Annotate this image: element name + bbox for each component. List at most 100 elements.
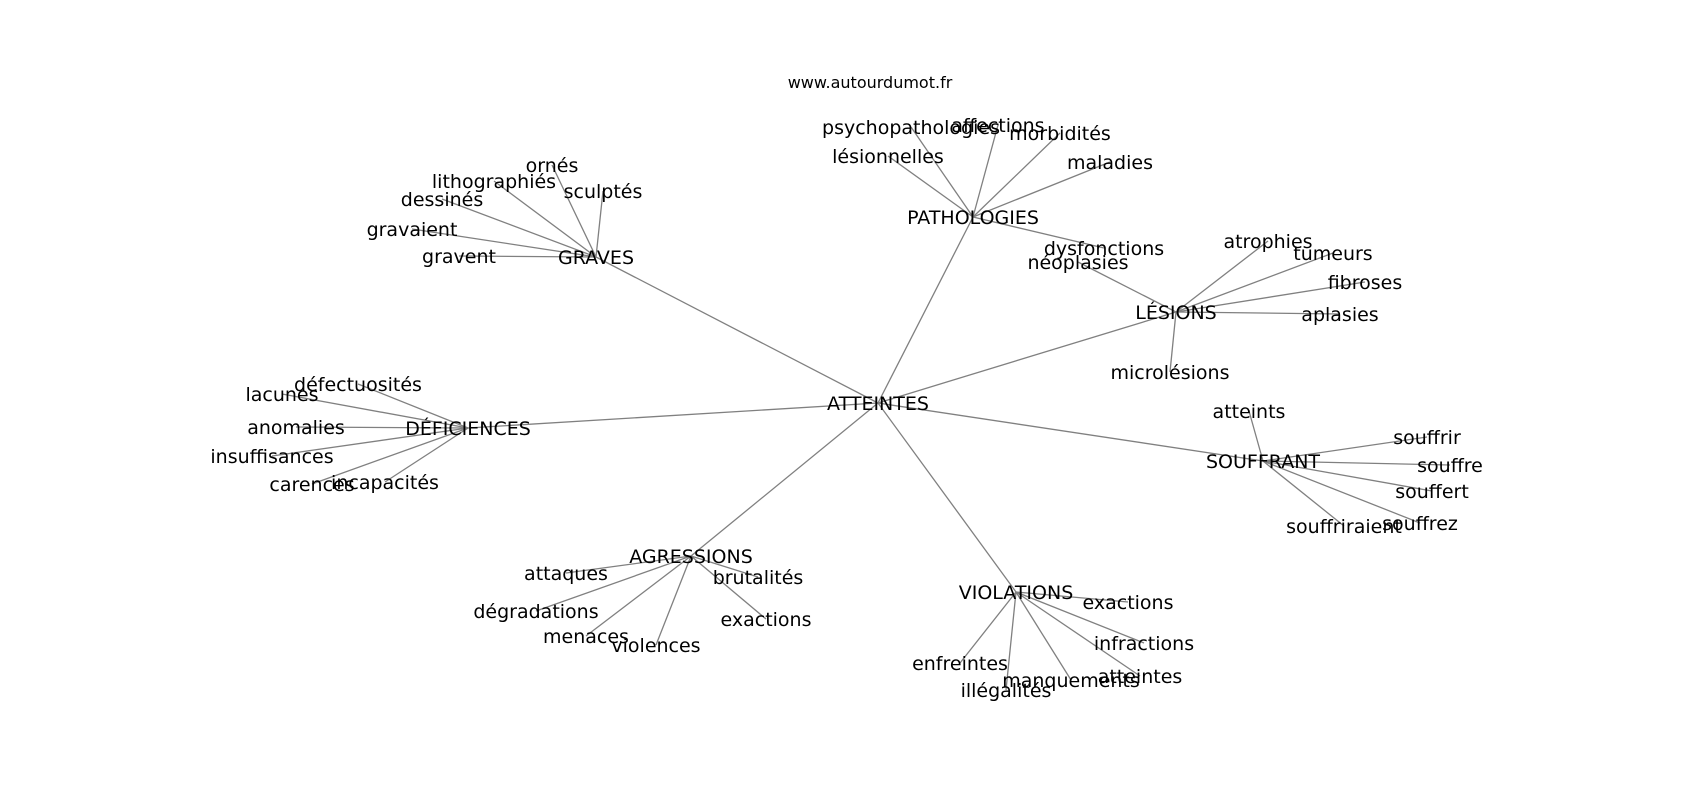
leaf-node-label: souffrir bbox=[1393, 427, 1461, 449]
edge-hub-to-leaf bbox=[411, 228, 597, 258]
edge-hub-to-leaf bbox=[441, 198, 597, 258]
leaf-node-label: néoplasies bbox=[1027, 252, 1128, 274]
leaf-node-label: affections bbox=[951, 115, 1044, 137]
leaf-node-label: sculptés bbox=[564, 181, 643, 203]
hub-node-label: DÉFICIENCES bbox=[405, 417, 531, 440]
edge-hub-to-leaf bbox=[1175, 281, 1366, 313]
leaf-node-label: lésionnelles bbox=[832, 146, 944, 168]
edge-center-to-hub bbox=[877, 402, 1264, 462]
leaf-node-label: lithographiés bbox=[432, 171, 556, 193]
edge-hub-to-leaf bbox=[493, 180, 597, 258]
edge-hub-to-leaf bbox=[1015, 591, 1141, 677]
leaf-node-label: aplasies bbox=[1301, 304, 1378, 326]
edge-center-to-hub bbox=[467, 402, 879, 429]
edge-hub-to-leaf bbox=[1015, 591, 1145, 644]
edge-hub-to-leaf bbox=[1015, 591, 1129, 603]
edge-hub-to-leaf bbox=[295, 426, 469, 429]
leaf-node-label: maladies bbox=[1067, 152, 1153, 174]
leaf-node-label: souffert bbox=[1395, 481, 1469, 503]
leaf-node-label: illégalités bbox=[961, 680, 1052, 702]
leaf-node-label: microlésions bbox=[1111, 362, 1230, 384]
leaf-node-label: atrophies bbox=[1223, 231, 1312, 253]
edge-hub-to-leaf bbox=[887, 155, 974, 218]
edge-hub-to-leaf bbox=[690, 555, 767, 620]
source-watermark: www.autourdumot.fr bbox=[788, 73, 953, 92]
edge-hub-to-leaf bbox=[972, 124, 999, 218]
leaf-node-label: fibroses bbox=[1328, 272, 1403, 294]
leaf-node-label: exactions bbox=[1083, 592, 1174, 614]
leaf-node-label: incapacités bbox=[331, 472, 439, 494]
leaf-node-label: morbidités bbox=[1009, 123, 1111, 145]
leaf-node-label: tumeurs bbox=[1293, 243, 1372, 265]
center-node-label: ATTEINTES bbox=[827, 393, 929, 415]
edge-hub-to-leaf bbox=[585, 555, 692, 637]
edge-layer bbox=[271, 124, 1451, 691]
edge-hub-to-leaf bbox=[384, 427, 469, 483]
leaf-node-label: gravaient bbox=[367, 219, 458, 241]
leaf-node-label: souffre bbox=[1417, 455, 1483, 477]
edge-hub-to-leaf bbox=[1169, 311, 1177, 373]
leaf-node-label: exactions bbox=[721, 609, 812, 631]
edge-center-to-hub bbox=[595, 256, 879, 404]
edge-hub-to-leaf bbox=[1175, 252, 1334, 313]
leaf-node-label: brutalités bbox=[713, 567, 804, 589]
edge-hub-to-leaf bbox=[535, 555, 692, 612]
edge-hub-to-leaf bbox=[655, 555, 692, 646]
leaf-node-label: souffriraient bbox=[1286, 516, 1402, 538]
edge-hub-to-leaf bbox=[1262, 460, 1451, 466]
edge-hub-to-leaf bbox=[972, 216, 1105, 249]
leaf-node-label: dessinés bbox=[401, 189, 483, 211]
leaf-node-label: défectuosités bbox=[294, 374, 422, 396]
edge-hub-to-leaf bbox=[1262, 460, 1345, 527]
hub-node-label: SOUFFRANT bbox=[1206, 451, 1320, 473]
edge-hub-to-leaf bbox=[1262, 460, 1433, 492]
hub-node-label: VIOLATIONS bbox=[959, 582, 1074, 604]
edge-hub-to-leaf bbox=[551, 164, 597, 258]
edge-hub-to-leaf bbox=[281, 393, 469, 429]
leaf-node-label: insuffisances bbox=[210, 446, 333, 468]
leaf-node-label: atteintes bbox=[1098, 666, 1183, 688]
edge-hub-to-leaf bbox=[1262, 460, 1421, 524]
edge-center-to-hub bbox=[877, 311, 1177, 404]
edge-center-to-hub bbox=[877, 216, 974, 404]
leaf-node-label: violences bbox=[611, 635, 700, 657]
hub-node-label: PATHOLOGIES bbox=[907, 207, 1039, 229]
leaf-node-label: ornés bbox=[526, 155, 579, 177]
edge-hub-to-leaf bbox=[458, 255, 597, 258]
edge-hub-to-leaf bbox=[1005, 591, 1017, 691]
leaf-node-label: carences bbox=[269, 474, 354, 496]
leaf-node-label: infractions bbox=[1094, 633, 1194, 655]
leaf-node-label: attaques bbox=[524, 563, 608, 585]
leaf-node-label: anomalies bbox=[247, 417, 345, 439]
edge-hub-to-leaf bbox=[357, 383, 469, 429]
leaf-node-label: enfreintes bbox=[912, 653, 1008, 675]
edge-hub-to-leaf bbox=[1077, 261, 1177, 313]
edge-hub-to-leaf bbox=[1262, 436, 1428, 462]
edge-hub-to-leaf bbox=[1175, 311, 1341, 315]
leaf-node-label: dysfonctions bbox=[1044, 238, 1164, 260]
leaf-node-label: atteints bbox=[1213, 401, 1286, 423]
leaf-node-label: lacunes bbox=[245, 384, 318, 406]
edge-hub-to-leaf bbox=[690, 555, 759, 578]
edge-hub-to-leaf bbox=[271, 427, 469, 457]
leaf-node-label: psychopathologies bbox=[822, 117, 1000, 139]
leaf-node-label: souffrez bbox=[1382, 513, 1458, 535]
edge-hub-to-leaf bbox=[311, 427, 469, 485]
edge-hub-to-leaf bbox=[972, 132, 1061, 218]
edge-center-to-hub bbox=[877, 402, 1017, 593]
edge-hub-to-leaf bbox=[1175, 240, 1269, 313]
leaf-node-label: menaces bbox=[543, 626, 629, 648]
edge-hub-to-leaf bbox=[959, 591, 1017, 664]
edge-hub-to-leaf bbox=[565, 555, 692, 574]
leaf-node-label: manquements bbox=[1002, 670, 1140, 692]
hub-node-label: LÉSIONS bbox=[1135, 301, 1216, 324]
hub-node-label: GRAVES bbox=[558, 247, 634, 269]
edge-hub-to-leaf bbox=[1248, 410, 1264, 462]
edge-hub-to-leaf bbox=[910, 126, 974, 218]
leaf-node-label: gravent bbox=[422, 246, 496, 268]
hub-node-label: AGRESSIONS bbox=[629, 546, 753, 568]
leaf-node-label: dégradations bbox=[473, 601, 598, 623]
edge-center-to-hub bbox=[690, 402, 879, 557]
